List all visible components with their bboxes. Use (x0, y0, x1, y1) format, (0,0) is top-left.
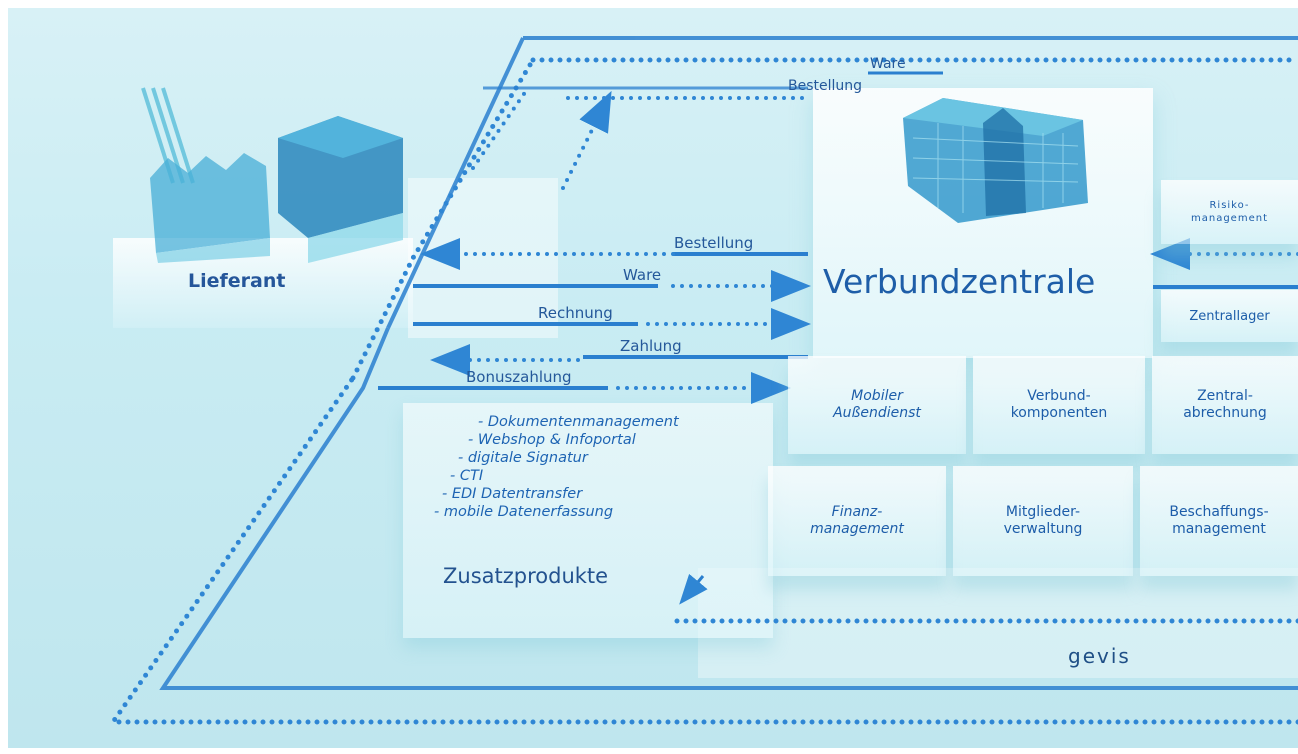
addon-item: - EDI Datentransfer (442, 486, 583, 502)
module-finanzmanagement: Finanz- management (768, 466, 946, 576)
addon-item: - digitale Signatur (458, 450, 588, 466)
addons-title: Zusatzprodukte (443, 564, 609, 588)
module-mobiler-aussendienst: Mobiler Außendienst (788, 356, 966, 454)
warehouse-icon (278, 116, 403, 263)
module-verbundkomponenten-label: Verbund- komponenten (1010, 388, 1108, 421)
module-beschaffungsmanagement: Beschaffungs- management (1140, 466, 1298, 576)
outer-frame-dotted (108, 57, 1298, 725)
module-zentrallager-label: Zentrallager (1189, 308, 1270, 324)
label-ware-top: Ware (870, 56, 906, 72)
addons-platform (403, 403, 773, 638)
label-zahlung: Zahlung (620, 337, 682, 355)
label-ware: Ware (623, 266, 662, 284)
label-bestellung: Bestellung (674, 234, 754, 252)
addons-link (679, 573, 708, 605)
label-bonuszahlung: Bonuszahlung (466, 368, 572, 386)
label-rechnung: Rechnung (538, 304, 613, 322)
flow-zahlung (430, 344, 808, 376)
module-mitgliederverwaltung: Mitglieder- verwaltung (953, 466, 1133, 576)
module-zentralabrechnung: Zentral- abrechnung (1152, 356, 1298, 454)
inner-frame-dotted (471, 86, 810, 190)
module-beschaffungsmanagement-label: Beschaffungs- management (1169, 504, 1269, 537)
module-finanzmanagement-label: Finanz- management (810, 504, 904, 537)
addons-list: - Dokumentenmanagement - Webshop & Infop… (428, 413, 679, 521)
flow-lines (108, 36, 1298, 725)
headquarters-building-icon (903, 98, 1088, 223)
addon-item: - Webshop & Infoportal (468, 432, 636, 448)
platform-label: gevis (1068, 644, 1131, 668)
module-zentrallager: Zentrallager (1161, 290, 1298, 342)
addon-item: - mobile Datenerfassung (434, 504, 614, 520)
module-zentralabrechnung-label: Zentral- abrechnung (1183, 388, 1267, 421)
outer-frame-solid (159, 36, 1298, 690)
addon-item: - Dokumentenmanagement (478, 414, 679, 430)
label-bestellung-top: Bestellung (788, 78, 863, 94)
center-label: Verbundzentrale (823, 262, 1096, 301)
supplier-label: Lieferant (188, 270, 286, 292)
module-verbundkomponenten: Verbund- komponenten (973, 356, 1145, 454)
module-risikomanagement: Risiko- management (1161, 180, 1298, 244)
module-risikomanagement-label: Risiko- management (1191, 200, 1268, 224)
factory-icon (141, 87, 270, 263)
diagram-canvas: Ware Bestellung Lieferant Bestellung War… (8, 8, 1298, 748)
module-mobiler-aussendienst-label: Mobiler Außendienst (833, 388, 921, 421)
module-mitgliederverwaltung-label: Mitglieder- verwaltung (1003, 504, 1083, 537)
addon-item: - CTI (450, 468, 484, 484)
